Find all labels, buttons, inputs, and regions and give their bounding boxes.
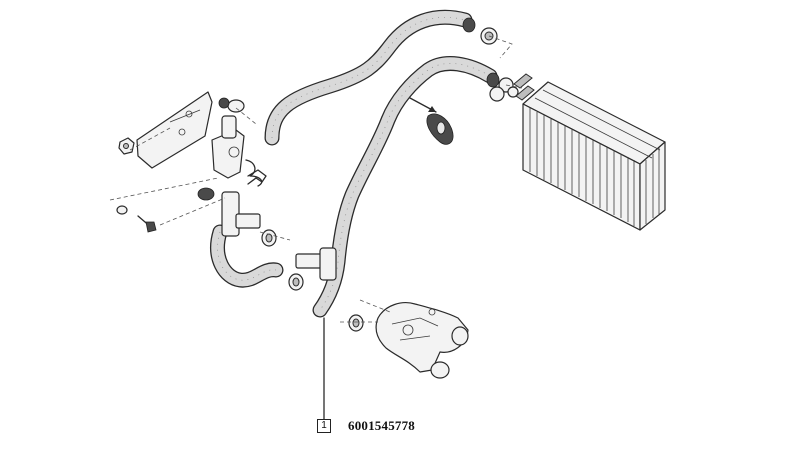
hose-clamp-heater-lower (489, 86, 519, 102)
pointer-arrow (409, 97, 437, 113)
main-supply-pipe (312, 56, 498, 318)
hose-clamp-valve (348, 314, 364, 332)
heater-core (513, 73, 666, 231)
clamp-ring-upper (197, 187, 215, 201)
hose-clamp-top (462, 17, 498, 45)
mounting-bracket (136, 91, 213, 169)
valve-retaining-clip (247, 169, 267, 185)
hose-clamp-tee (261, 229, 277, 247)
part-number-label: 6001545778 (348, 418, 415, 433)
washer (116, 205, 128, 215)
bracket-nut (118, 137, 135, 155)
assembly-guide-lines (109, 35, 523, 323)
screw (137, 215, 157, 233)
rubber-mount (426, 113, 454, 145)
water-valve-assembly (375, 302, 469, 379)
upper-return-hose (264, 9, 473, 146)
hose-clamp-mid-left (218, 97, 245, 113)
tee-piece-main (295, 247, 337, 281)
callout-index-box: 1 (317, 419, 331, 433)
hose-clamp-lower (288, 273, 304, 291)
lower-hose (210, 224, 284, 288)
tee-piece-left (221, 191, 261, 237)
valve-fitting-upper (211, 115, 263, 187)
